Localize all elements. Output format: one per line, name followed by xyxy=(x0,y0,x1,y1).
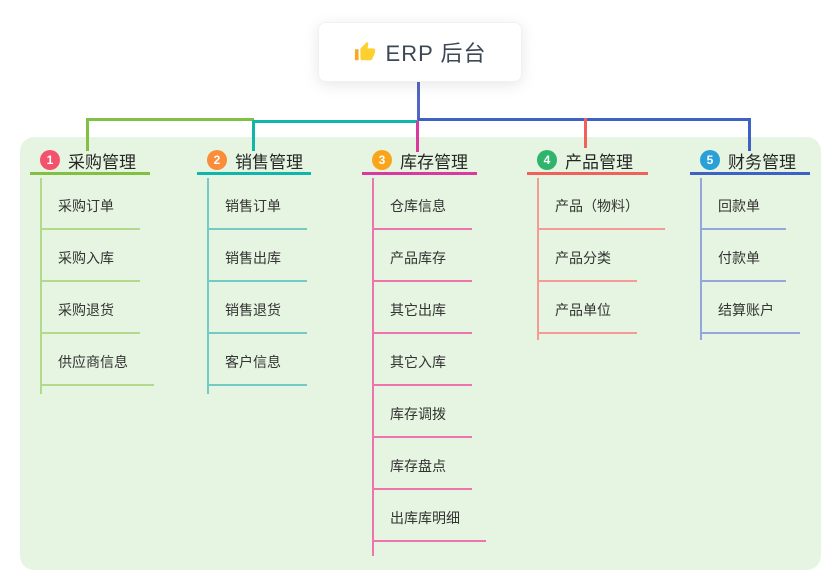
child-label: 供应商信息 xyxy=(58,354,128,370)
child-node[interactable]: 采购订单 xyxy=(40,178,140,230)
child-node[interactable]: 采购入库 xyxy=(40,230,140,282)
child-label: 采购退货 xyxy=(58,302,114,318)
root-node[interactable]: ERP 后台 xyxy=(318,22,522,82)
child-label: 其它出库 xyxy=(390,302,446,318)
children-list: 产品（物料） 产品分类产品单位 xyxy=(537,178,665,334)
child-label: 销售出库 xyxy=(225,250,281,266)
children-list: 销售订单销售出库销售退货客户信息 xyxy=(207,178,307,386)
children-list: 采购订单采购入库采购退货供应商信息 xyxy=(40,178,154,386)
child-label: 付款单 xyxy=(718,250,760,266)
child-label: 采购入库 xyxy=(58,250,114,266)
child-label: 回款单 xyxy=(718,198,760,214)
children-connector-line xyxy=(207,178,209,394)
child-node[interactable]: 回款单 xyxy=(700,178,786,230)
child-node[interactable]: 客户信息 xyxy=(207,334,307,386)
child-label: 产品库存 xyxy=(390,250,446,266)
branch-title: 采购管理 xyxy=(68,152,136,172)
children-list: 仓库信息产品库存其它出库其它入库库存调拨库存盘点出库库明细 xyxy=(372,178,486,542)
child-label: 库存调拨 xyxy=(390,406,446,422)
child-node[interactable]: 销售退货 xyxy=(207,282,307,334)
child-label: 产品（物料） xyxy=(555,198,639,214)
child-label: 库存盘点 xyxy=(390,458,446,474)
child-label: 出库库明细 xyxy=(390,510,460,526)
child-node[interactable]: 销售订单 xyxy=(207,178,307,230)
thumbs-up-icon xyxy=(354,41,376,63)
child-node[interactable]: 产品库存 xyxy=(372,230,472,282)
children-connector-line xyxy=(372,178,374,556)
branch-node-2: 2 销售管理销售订单销售出库销售退货客户信息 xyxy=(197,148,311,394)
child-node[interactable]: 出库库明细 xyxy=(372,490,486,542)
bus-line-segment xyxy=(88,118,254,121)
branch-number-badge: 3 xyxy=(372,150,392,170)
child-node[interactable]: 其它出库 xyxy=(372,282,472,334)
child-label: 客户信息 xyxy=(225,354,281,370)
children-connector-line xyxy=(537,178,539,340)
branch-drop-line xyxy=(86,118,89,151)
child-label: 销售退货 xyxy=(225,302,281,318)
child-label: 仓库信息 xyxy=(390,198,446,214)
branch-number-badge: 5 xyxy=(700,150,720,170)
child-node[interactable]: 结算账户 xyxy=(700,282,800,334)
branch-title: 库存管理 xyxy=(400,152,468,172)
branch-node-4: 4 产品管理产品（物料） 产品分类产品单位 xyxy=(527,148,665,340)
mindmap-background-panel xyxy=(20,137,821,570)
child-node[interactable]: 供应商信息 xyxy=(40,334,154,386)
children-connector-line xyxy=(700,178,702,340)
branch-header[interactable]: 3 库存管理 xyxy=(362,148,477,175)
branch-drop-line xyxy=(252,120,255,151)
branch-node-3: 3 库存管理仓库信息产品库存其它出库其它入库库存调拨库存盘点出库库明细 xyxy=(362,148,486,556)
child-label: 结算账户 xyxy=(718,302,774,318)
child-node[interactable]: 产品（物料） xyxy=(537,178,665,230)
child-label: 产品单位 xyxy=(555,302,611,318)
child-node[interactable]: 仓库信息 xyxy=(372,178,472,230)
child-node[interactable]: 库存调拨 xyxy=(372,386,472,438)
branch-number-badge: 4 xyxy=(537,150,557,170)
children-connector-line xyxy=(40,178,42,394)
branch-drop-line xyxy=(584,118,587,148)
child-node[interactable]: 采购退货 xyxy=(40,282,140,334)
root-connector-line xyxy=(417,82,420,120)
branch-title: 财务管理 xyxy=(728,152,796,172)
root-title: ERP 后台 xyxy=(385,41,487,66)
child-label: 采购订单 xyxy=(58,198,114,214)
branch-title: 产品管理 xyxy=(565,152,633,172)
child-node[interactable]: 库存盘点 xyxy=(372,438,472,490)
child-node[interactable]: 产品分类 xyxy=(537,230,637,282)
branch-drop-line xyxy=(416,121,419,152)
branch-title: 销售管理 xyxy=(235,152,303,172)
branch-node-5: 5 财务管理回款单付款单结算账户 xyxy=(690,148,810,340)
children-list: 回款单付款单结算账户 xyxy=(700,178,800,334)
child-label: 销售订单 xyxy=(225,198,281,214)
branch-header[interactable]: 5 财务管理 xyxy=(690,148,810,175)
branch-node-1: 1 采购管理采购订单采购入库采购退货供应商信息 xyxy=(30,148,154,394)
child-node[interactable]: 产品单位 xyxy=(537,282,637,334)
child-node[interactable]: 付款单 xyxy=(700,230,786,282)
child-node[interactable]: 其它入库 xyxy=(372,334,472,386)
child-label: 产品分类 xyxy=(555,250,611,266)
child-label: 其它入库 xyxy=(390,354,446,370)
branch-number-badge: 2 xyxy=(207,150,227,170)
branch-number-badge: 1 xyxy=(40,150,60,170)
branch-drop-line xyxy=(748,118,751,151)
bus-line-segment xyxy=(253,120,418,123)
branch-header[interactable]: 1 采购管理 xyxy=(30,148,150,175)
branch-header[interactable]: 4 产品管理 xyxy=(527,148,648,175)
child-node[interactable]: 销售出库 xyxy=(207,230,307,282)
branch-header[interactable]: 2 销售管理 xyxy=(197,148,311,175)
